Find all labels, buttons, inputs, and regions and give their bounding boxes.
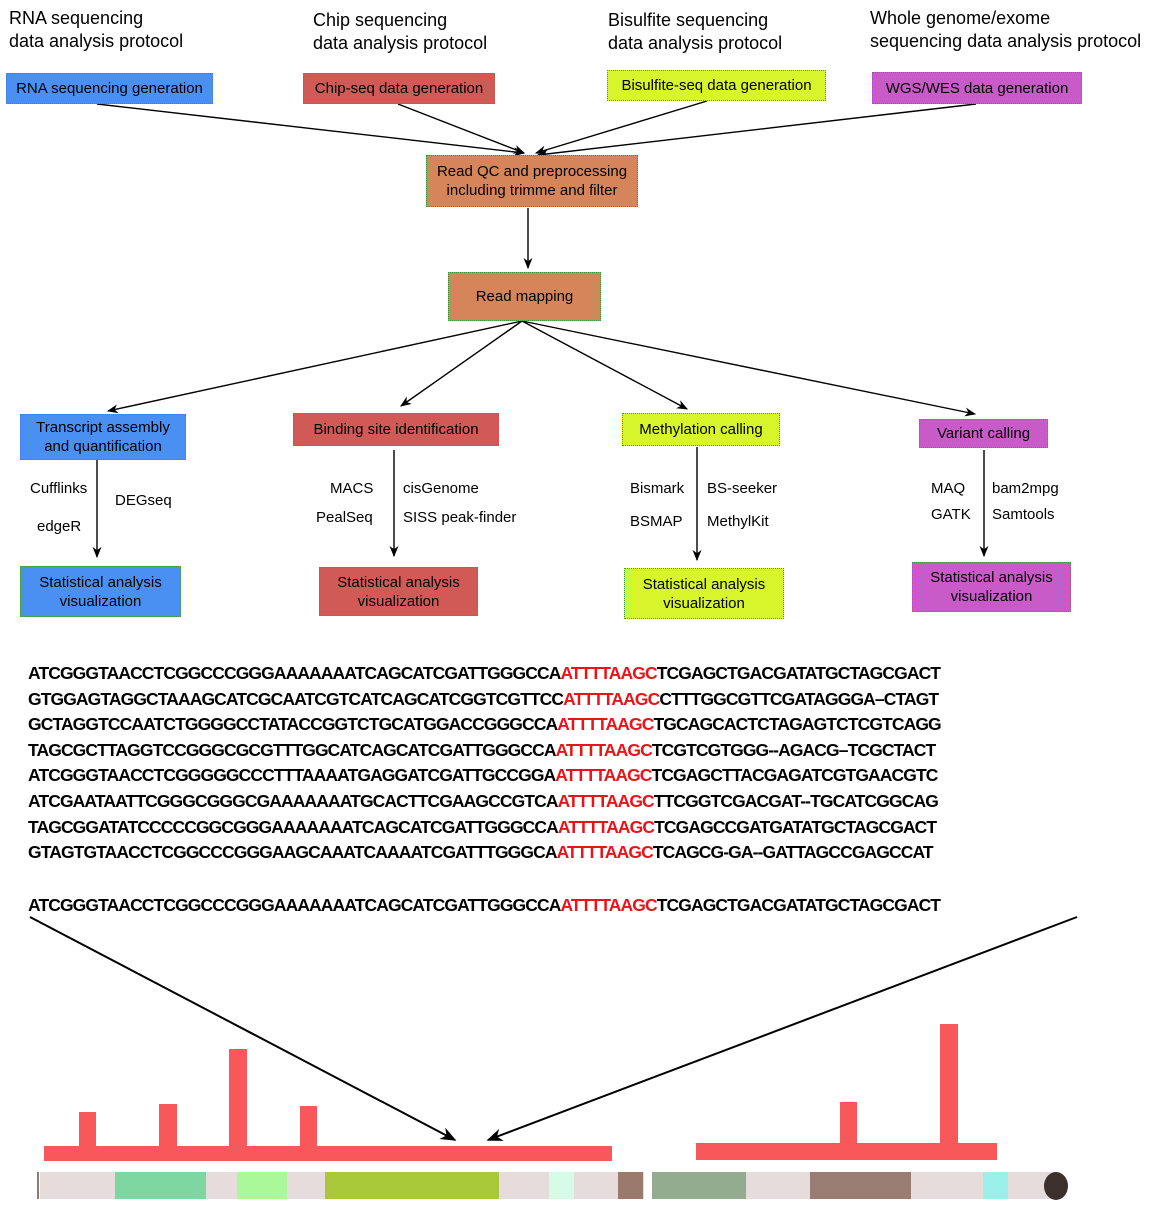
arrow-bisulfite-to-qc — [534, 100, 708, 155]
sequence-line: ATCGAATAATTCGGGCGGGCGAAAAAAATGCACTTCGAAG… — [28, 790, 939, 811]
coverage-peaks — [44, 1024, 997, 1161]
motif-highlight: ATTTTAAGC — [563, 688, 660, 709]
arrow-mapping-to-methylation — [521, 320, 688, 410]
arrow-sequence-right-to-track — [486, 916, 1078, 1141]
rna-generation-box: RNA sequencing generation — [6, 73, 213, 104]
protocol-heading-chip: Chip sequencing data analysis protocol — [313, 10, 488, 53]
tool-bismark: Bismark — [630, 480, 685, 497]
variant-calling-box: Variant calling — [919, 419, 1048, 448]
protocol-heading-bisulfite: Bisulfite sequencing data analysis proto… — [608, 10, 783, 53]
tool-siss-peak-finder: SISS peak-finder — [403, 509, 517, 526]
motif-highlight: ATTTTAAGC — [557, 714, 654, 735]
arrow-wgs-to-qc — [536, 103, 977, 159]
stats-box-variant: Statistical analysis visualization — [912, 562, 1071, 612]
motif-highlight: ATTTTAAGC — [555, 739, 653, 760]
sequence-line: GTGGAGTAGGCTAAAGCATCGCAATCGTCATCAGCATCGG… — [28, 688, 939, 709]
consensus-sequence: ATCGGGTAACCTCGGCCCGGGAAAAAAATCAGCATCGATT… — [28, 895, 941, 915]
track-band-3 — [325, 1172, 499, 1199]
tool-maq: MAQ — [931, 480, 966, 497]
motif-highlight: ATTTTAAGC — [557, 816, 655, 837]
arrow-chip-to-qc — [397, 103, 526, 154]
stats-box-bisulfite: Statistical analysis visualization — [624, 568, 784, 619]
methylation-calling-box: Methylation calling — [622, 413, 780, 446]
sequence-alignment: ATCGGGTAACCTCGGCCCGGGAAAAAAATCAGCATCGATT… — [28, 661, 1088, 866]
arrow-mapping-to-transcript — [106, 320, 523, 414]
peak-baseline-left — [44, 1146, 612, 1161]
peak-baseline-right — [696, 1143, 997, 1160]
track-band-8 — [983, 1172, 1008, 1199]
tool-macs: MACS — [330, 480, 374, 497]
tool-bsmap: BSMAP — [630, 513, 683, 530]
peak-2 — [159, 1104, 177, 1148]
stats-box-chip: Statistical analysis visualization — [319, 567, 478, 616]
peak-4 — [300, 1106, 317, 1148]
tool-cufflinks: Cufflinks — [30, 480, 88, 497]
transcript-assembly-box: Transcript assembly and quantification — [20, 414, 186, 460]
track-band-5 — [618, 1172, 643, 1199]
motif-highlight: ATTTTAAGC — [560, 663, 657, 683]
stats-box-rna: Statistical analysis visualization — [20, 566, 181, 617]
tool-samtools: Samtools — [992, 506, 1055, 523]
sequence-line: ATCGGGTAACCTCGGGGGCCCTTTAAAATGAGGATCGATT… — [28, 765, 938, 786]
motif-highlight: ATTTTAAGC — [556, 842, 654, 863]
tool-degseq: DEGseq — [115, 492, 172, 509]
chip-generation-box: Chip-seq data generation — [303, 73, 495, 104]
motif-highlight: ATTTTAAGC — [555, 765, 652, 786]
sequence-line: GTAGTGTAACCTCGGCCCGGGAAGCAAATCAAAATCGATT… — [28, 842, 934, 863]
wgs-generation-box: WGS/WES data generation — [872, 72, 1082, 104]
motif-highlight: ATTTTAAGC — [560, 895, 657, 915]
tool-pealseq: PealSeq — [316, 509, 373, 526]
arrow-mapping-to-binding — [400, 320, 523, 407]
track-band-6 — [652, 1172, 746, 1199]
peak-6 — [940, 1024, 958, 1145]
track-band-4 — [549, 1172, 574, 1199]
tool-gatk: GATK — [931, 506, 971, 523]
peak-5 — [840, 1102, 857, 1145]
protocol-heading-wgs: Whole genome/exome sequencing data analy… — [870, 8, 1142, 51]
track-telomere — [1044, 1172, 1068, 1200]
read-mapping-box: Read mapping — [448, 272, 601, 321]
binding-site-box: Binding site identification — [293, 413, 499, 446]
sequence-line: ATCGGGTAACCTCGGCCCGGGAAAAAAATCAGCATCGATT… — [28, 663, 941, 683]
tool-methylkit: MethylKit — [707, 513, 769, 530]
arrow-sequence-left-to-track — [29, 916, 457, 1141]
tool-bs-seeker: BS-seeker — [707, 480, 778, 497]
track-band-1 — [115, 1172, 206, 1199]
tool-edger: edgeR — [37, 518, 82, 535]
bisulfite-generation-box: Bisulfite-seq data generation — [607, 70, 826, 101]
peak-3 — [229, 1049, 247, 1148]
protocol-heading-rna: RNA sequencing data analysis protocol — [9, 8, 184, 51]
track-band-2 — [237, 1172, 287, 1199]
track-band-7 — [810, 1172, 911, 1199]
sequence-line: GCTAGGTCCAATCTGGGGCCTATACCGGTCTGCATGGACC… — [28, 714, 942, 735]
peak-1 — [79, 1112, 96, 1148]
sequence-line: TAGCGGATATCCCCCGGCGGGAAAAAAATCAGCATCGATT… — [28, 816, 937, 837]
arrow-rna-to-qc — [96, 103, 526, 157]
tool-cisgenome: cisGenome — [403, 480, 479, 497]
chromosome-track — [37, 1172, 1068, 1200]
motif-highlight: ATTTTAAGC — [557, 790, 655, 811]
read-qc-box: Read QC and preprocessing including trim… — [426, 155, 638, 207]
tool-bam2mpg: bam2mpg — [992, 480, 1059, 497]
arrow-mapping-to-variant — [521, 320, 977, 417]
sequence-line: TAGCGCTTAGGTCCGGGCGCGTTTGGCATCAGCATCGATT… — [28, 739, 936, 760]
